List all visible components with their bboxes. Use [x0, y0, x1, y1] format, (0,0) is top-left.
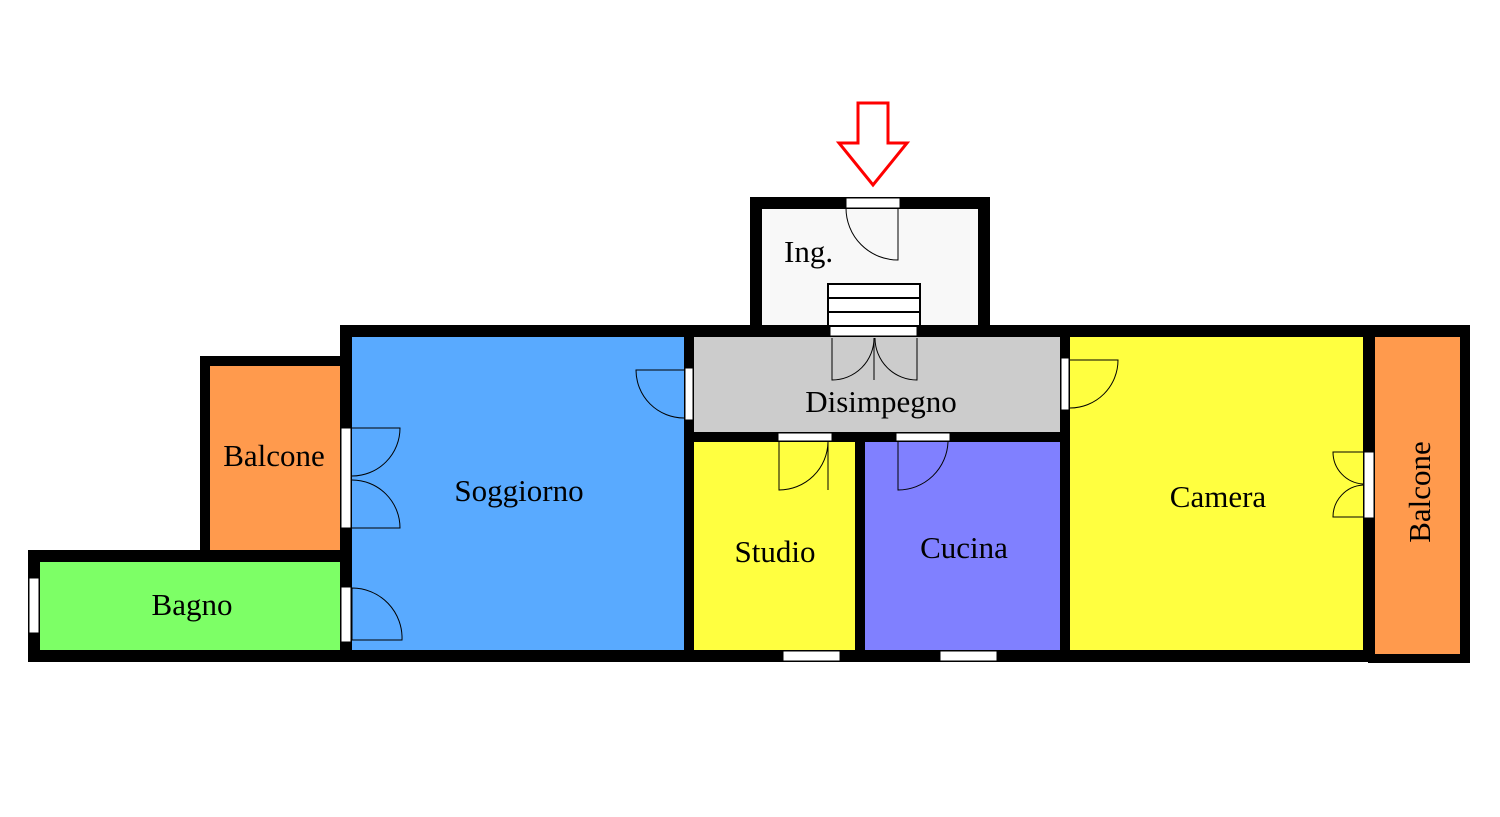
- room-soggiorno: [343, 328, 690, 660]
- camera-balcone-door-gap: [1363, 451, 1375, 519]
- room-balcone-left: [203, 358, 343, 554]
- room-cucina: [860, 436, 1063, 660]
- entrance-door-gap: [845, 197, 901, 209]
- camera-door-swing: [1069, 359, 1119, 409]
- cucina-door-swing: [897, 441, 949, 491]
- openings: [28, 197, 1375, 662]
- label-balcone-right: Balcone: [1402, 441, 1437, 543]
- down-arrow-icon: [835, 101, 911, 188]
- soggiorno-disimpegno-door-gap: [684, 367, 694, 421]
- room-disimpegno: [690, 328, 1063, 436]
- stairs-icon: [827, 283, 921, 327]
- room-bagno: [28, 555, 350, 660]
- label-disimpegno: Disimpegno: [805, 384, 957, 419]
- bagno-window: [28, 577, 40, 634]
- camera-balcone-door-swing-upper: [1332, 451, 1364, 485]
- label-cucina: Cucina: [920, 530, 1008, 565]
- camera-balcone-door-swing-lower: [1332, 484, 1364, 518]
- door-swings: [351, 207, 1364, 641]
- label-soggiorno: Soggiorno: [454, 473, 583, 508]
- room-studio: [690, 436, 860, 660]
- ingresso-double-door-swing: [831, 337, 918, 381]
- room-balcone-right: [1372, 328, 1468, 662]
- label-balcone-left: Balcone: [223, 438, 325, 473]
- cucina-door-gap: [895, 432, 951, 442]
- disimpegno-camera-door-gap: [1060, 357, 1070, 411]
- soggiorno-door-swing: [635, 369, 685, 419]
- balcone-door-swing-lower: [351, 479, 401, 529]
- studio-door-swing: [778, 441, 829, 491]
- label-ingresso: Ing.: [784, 234, 833, 269]
- room-camera: [1063, 328, 1370, 660]
- label-bagno: Bagno: [152, 587, 233, 622]
- entrance-door-swing: [845, 207, 899, 261]
- label-studio: Studio: [735, 534, 816, 569]
- bagno-door-swing: [351, 587, 403, 641]
- walls: [28, 197, 1470, 663]
- label-camera: Camera: [1170, 479, 1267, 514]
- cucina-window: [939, 650, 998, 662]
- balcone-soggiorno-door-gap: [340, 427, 352, 529]
- studio-door-gap: [777, 432, 833, 442]
- studio-window: [782, 650, 841, 662]
- balcone-door-swing-upper: [351, 427, 401, 477]
- bagno-soggiorno-door-gap: [340, 586, 352, 643]
- ingresso-disimpegno-gap: [829, 325, 918, 337]
